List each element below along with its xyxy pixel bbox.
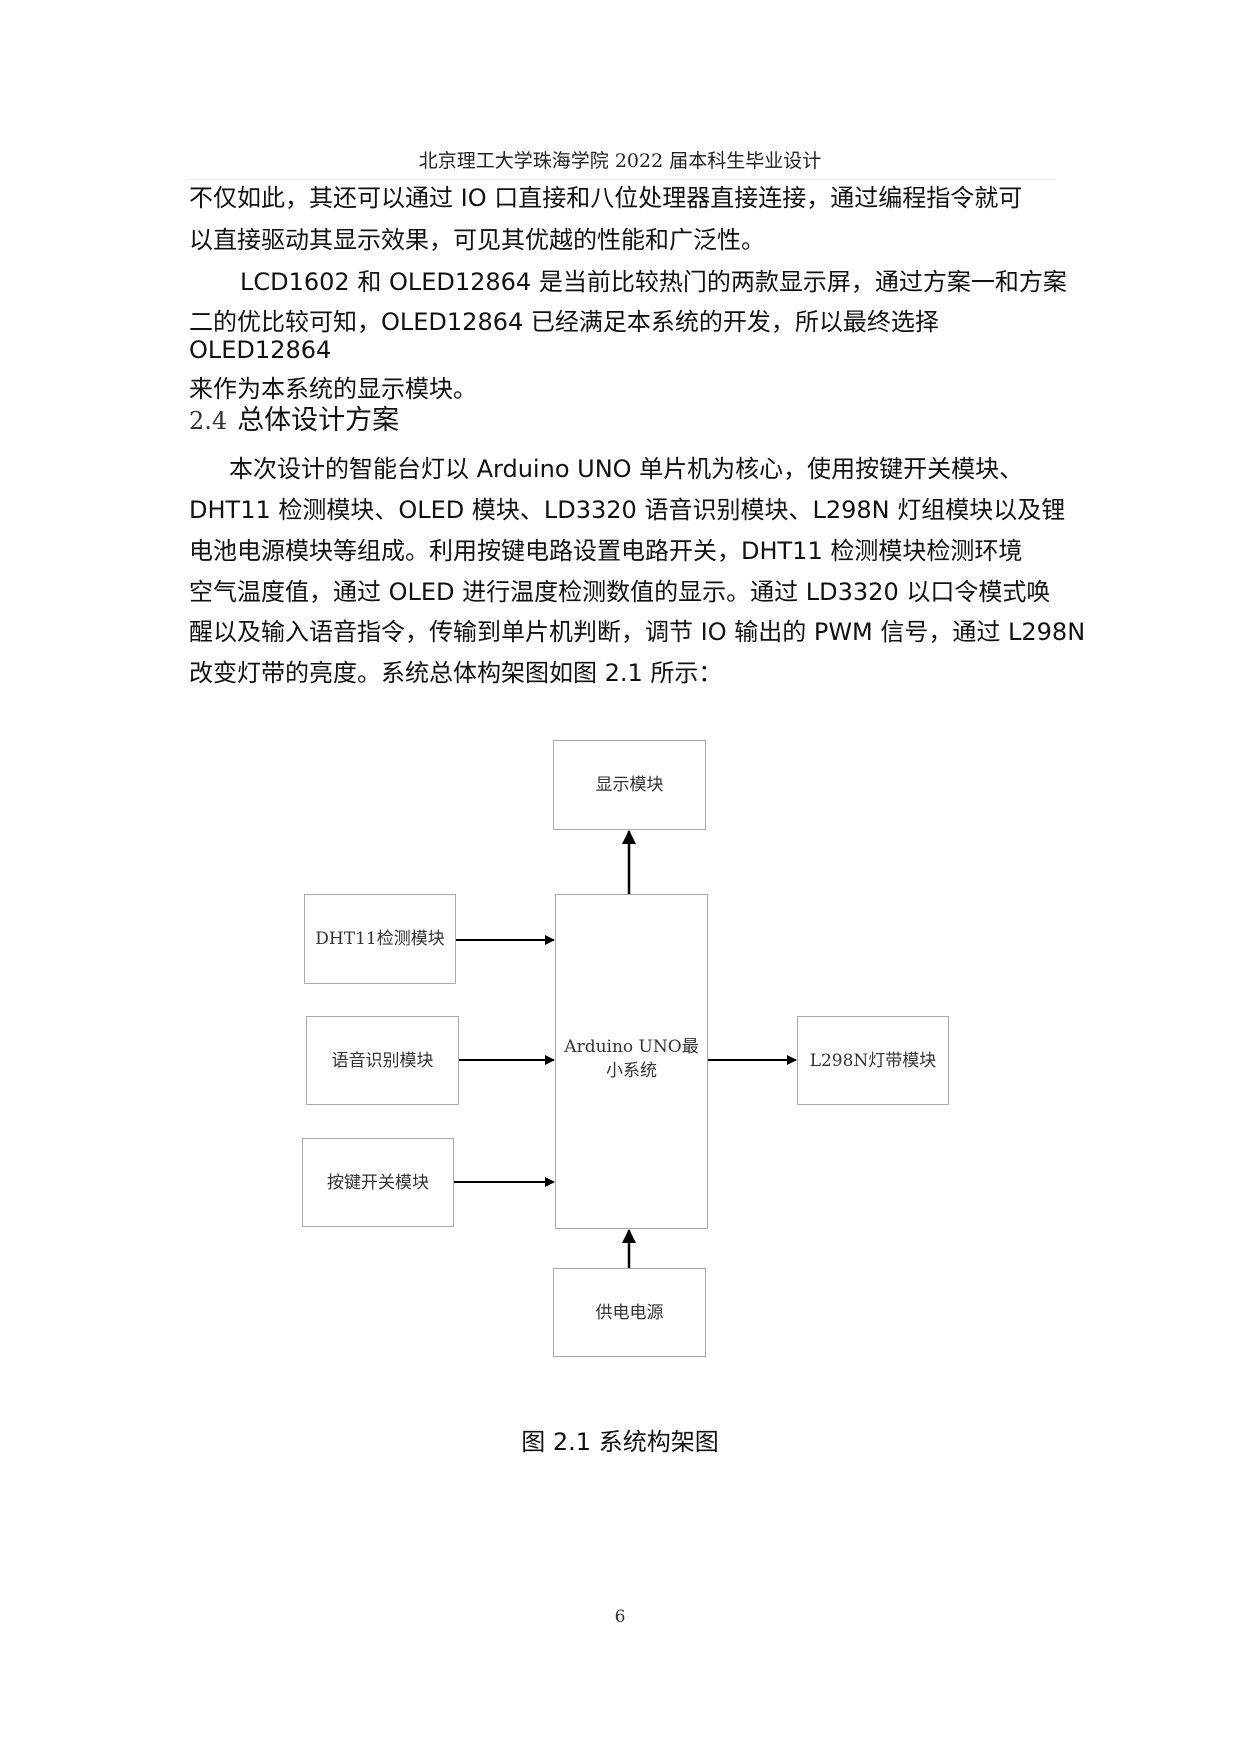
paragraph-line: 改变灯带的亮度。系统总体构架图如图 2.1 所示：: [189, 659, 723, 687]
node-arduino-core: Arduino UNO最 小系统: [555, 894, 708, 1229]
paragraph-line: 来作为本系统的显示模块。: [189, 375, 477, 403]
section-heading: 2.4 总体设计方案: [189, 398, 399, 437]
paragraph-line: 以直接驱动其显示效果，可见其优越的性能和广泛性。: [189, 226, 765, 254]
paragraph-line: OLED12864: [189, 336, 332, 364]
paragraph-line: DHT11 检测模块、OLED 模块、LD3320 语音识别模块、L298N 灯…: [189, 496, 1066, 524]
node-label: 按键开关模块: [327, 1172, 429, 1193]
node-label-line1: Arduino UNO最: [564, 1036, 699, 1057]
paragraph-line: 不仅如此，其还可以通过 IO 口直接和八位处理器直接连接，通过编程指令就可: [189, 184, 1023, 212]
node-label: Arduino UNO最 小系统: [564, 1035, 698, 1083]
section-title: 总体设计方案: [237, 405, 400, 436]
node-l298n-module: L298N灯带模块: [797, 1016, 949, 1105]
node-voice-module: 语音识别模块: [306, 1016, 459, 1105]
page-header: 北京理工大学珠海学院 2022 届本科生毕业设计: [418, 150, 822, 172]
node-label-line2: 小系统: [606, 1060, 657, 1081]
node-dht11-module: DHT11检测模块: [304, 894, 456, 984]
paragraph-line: 醒以及输入语音指令，传输到单片机判断，调节 IO 输出的 PWM 信号，通过 L…: [189, 618, 1086, 646]
paragraph-line: 电池电源模块等组成。利用按键电路设置电路开关，DHT11 检测模块检测环境: [189, 537, 1023, 565]
section-number: 2.4: [189, 407, 228, 435]
node-button-module: 按键开关模块: [302, 1138, 454, 1227]
node-power-supply: 供电电源: [553, 1268, 706, 1357]
node-label: L298N灯带模块: [809, 1050, 937, 1071]
node-label: 语音识别模块: [331, 1050, 434, 1071]
figure-caption: 图 2.1 系统构架图: [521, 1428, 719, 1456]
node-label: 供电电源: [595, 1302, 664, 1323]
paragraph-line: LCD1602 和 OLED12864 是当前比较热门的两款显示屏，通过方案一和…: [240, 268, 1067, 296]
node-display-module: 显示模块: [553, 740, 706, 830]
node-label: DHT11检测模块: [315, 929, 445, 949]
header-rule: [186, 179, 1056, 180]
paragraph-line: 二的优比较可知，OLED12864 已经满足本系统的开发，所以最终选择: [189, 308, 939, 336]
node-label: 显示模块: [595, 775, 664, 795]
paragraph-line: 空气温度值，通过 OLED 进行温度检测数值的显示。通过 LD3320 以口令模…: [189, 578, 1051, 606]
paragraph-line: 本次设计的智能台灯以 Arduino UNO 单片机为核心，使用按键开关模块、: [229, 455, 1024, 483]
page-number: 6: [614, 1607, 626, 1627]
